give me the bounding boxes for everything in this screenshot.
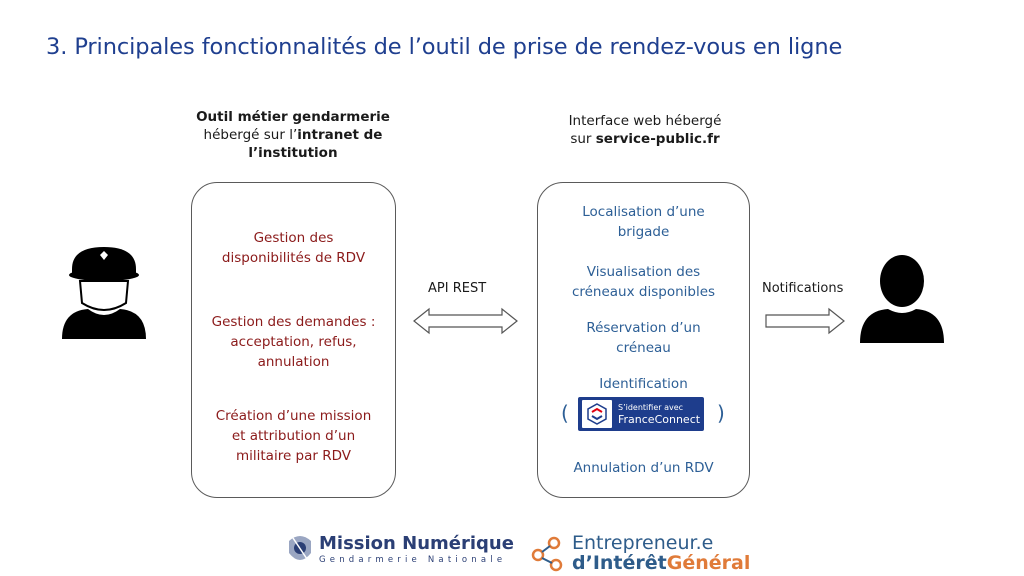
feature-line: acceptation, refus, <box>230 334 357 350</box>
franceconnect-line1: S’identifier avec <box>618 403 684 412</box>
feature-line: Réservation d’un <box>586 320 701 336</box>
franceconnect-button[interactable]: S’identifier avec FranceConnect <box>578 397 704 431</box>
feature-line: créneaux disponibles <box>571 284 716 300</box>
feature-line: Localisation d’une <box>582 204 705 220</box>
feature-cancellation: Annulation d’un RDV <box>537 458 750 478</box>
right-arrow-icon <box>765 307 845 335</box>
feature-line: disponibilités de RDV <box>221 250 366 266</box>
user-avatar-icon <box>860 255 944 343</box>
page-title: 3. Principales fonctionnalités de l’outi… <box>46 34 843 60</box>
feature-line: Création d’une mission <box>215 408 372 424</box>
notifications-label: Notifications <box>762 281 844 296</box>
feature-line: Gestion des demandes : <box>211 314 376 330</box>
web-interface-box <box>537 182 750 498</box>
feature-line: Annulation d’un RDV <box>573 460 714 476</box>
feature-identification: Identification <box>537 374 750 394</box>
feature-line: militaire par RDV <box>235 448 352 464</box>
feature-line: Visualisation des <box>586 264 701 280</box>
paren-open: ( <box>561 401 569 425</box>
eig-logo-icon <box>531 536 563 572</box>
api-rest-label: API REST <box>428 281 487 296</box>
left-header-line2: hébergé sur l’ <box>203 127 298 143</box>
feature-visualisation: Visualisation des créneaux disponibles <box>537 262 750 302</box>
right-header-line1: Interface web hébergé <box>568 113 722 129</box>
feature-line: Identification <box>599 376 688 392</box>
feature-line: brigade <box>617 224 670 240</box>
eig-line1: Entrepreneur.e <box>572 531 714 554</box>
right-header-line2-bold: service-public.fr <box>595 131 720 147</box>
left-header-line1: Outil métier gendarmerie <box>196 109 390 125</box>
right-header-line2: sur <box>570 131 596 147</box>
feature-line: Gestion des <box>253 230 334 246</box>
feature-mission: Création d’une mission et attribution d’… <box>185 406 402 466</box>
double-arrow-icon <box>413 307 518 335</box>
feature-localisation: Localisation d’une brigade <box>537 202 750 242</box>
franceconnect-line2: FranceConnect <box>618 413 701 426</box>
feature-availability: Gestion des disponibilités de RDV <box>191 228 396 268</box>
eig-logo: Entrepreneur.e d’IntérêtGénéral <box>530 533 750 573</box>
mission-numerique-logo: Mission Numérique Gendarmerie Nationale <box>285 533 514 567</box>
right-header: Interface web hébergé sur service-public… <box>530 112 760 148</box>
feature-line: créneau <box>616 340 671 356</box>
mission-numerique-subtitle: Gendarmerie Nationale <box>319 555 507 565</box>
left-header: Outil métier gendarmerie hébergé sur l’i… <box>168 108 418 162</box>
feature-line: annulation <box>257 354 330 370</box>
feature-requests: Gestion des demandes : acceptation, refu… <box>185 312 402 372</box>
feature-reservation: Réservation d’un créneau <box>537 318 750 358</box>
mission-numerique-name: Mission Numérique <box>319 533 514 554</box>
eig-line2-part2: Général <box>666 551 751 574</box>
gendarme-avatar-icon <box>62 247 146 339</box>
left-header-line2-bold: intranet de <box>297 127 383 143</box>
paren-close: ) <box>717 401 725 425</box>
eig-line2-part1: d’Intérêt <box>572 551 667 574</box>
left-header-line3: l’institution <box>248 145 338 161</box>
mission-numerique-logo-icon <box>289 536 311 560</box>
feature-line: et attribution d’un <box>231 428 356 444</box>
franceconnect-logo-icon <box>582 400 612 428</box>
gendarmerie-tool-box <box>191 182 396 498</box>
